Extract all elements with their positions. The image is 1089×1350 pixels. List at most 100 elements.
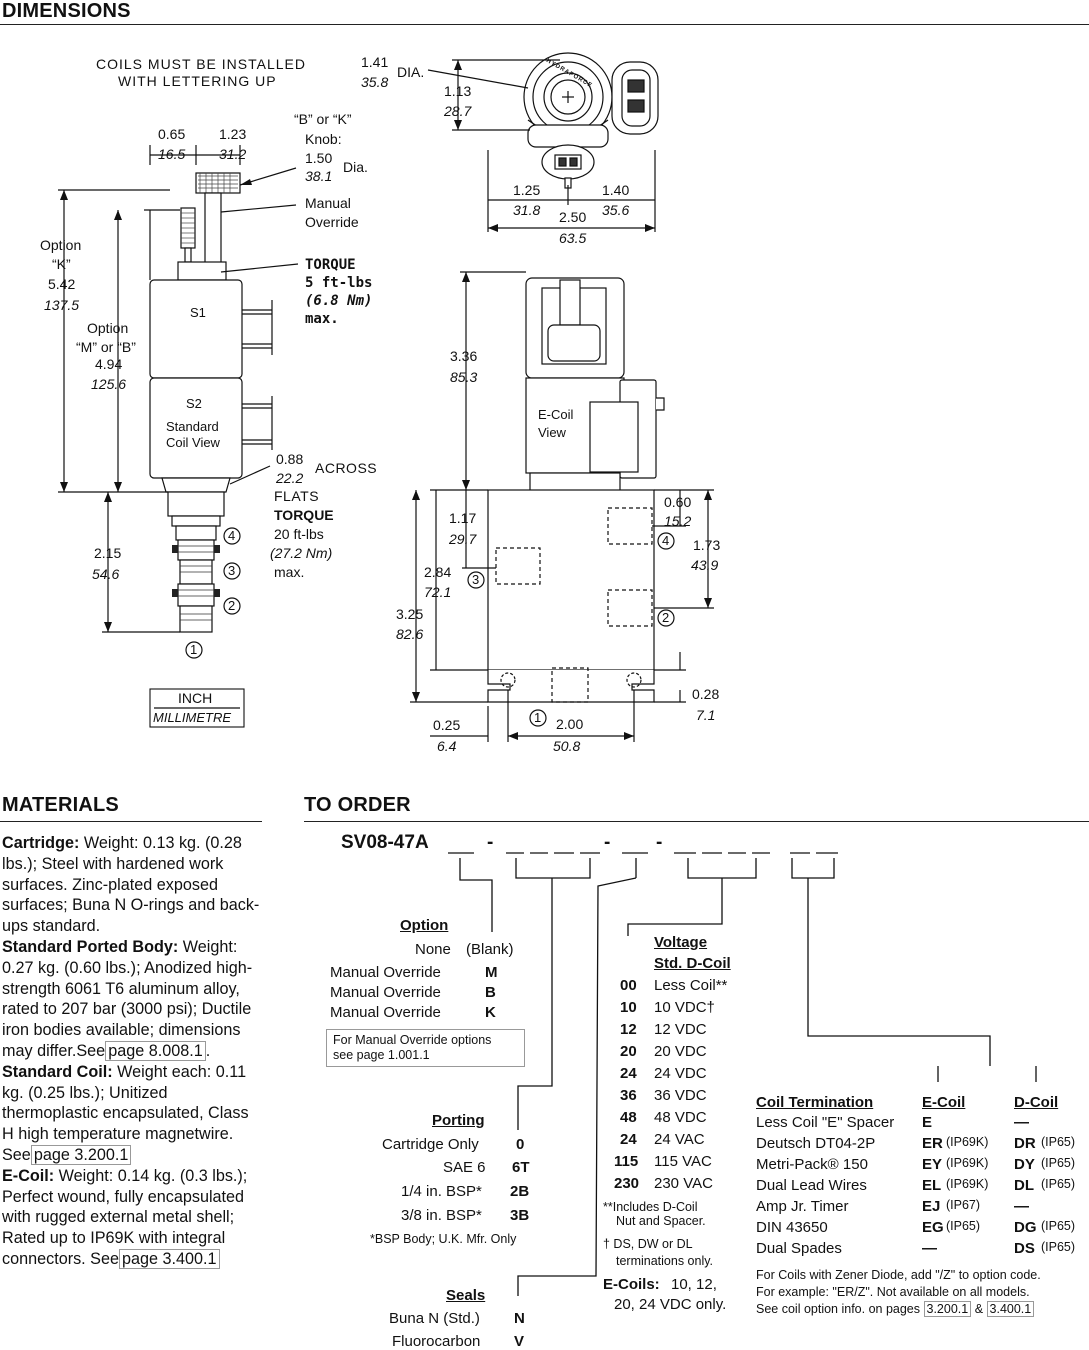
termination-name: Amp Jr. Timer (756, 1198, 849, 1215)
code-dash-3: - (656, 832, 663, 853)
dim-1375: 137.5 (44, 297, 80, 313)
dim-150: 1.50 (305, 150, 333, 166)
dim-165: 16.5 (158, 146, 186, 162)
termination-foot-1: For Coils with Zener Diode, add "/Z" to … (756, 1268, 1041, 1282)
option-none-label: None (415, 941, 451, 958)
torque2-2: 20 ft-lbs (274, 526, 324, 542)
termination-ecoil-ip: (IP69K) (946, 1156, 989, 1170)
voltage-desc: 24 VAC (654, 1131, 705, 1148)
termination-dcoil-title: D-Coil (1014, 1094, 1059, 1111)
coil-page-link[interactable]: page 3.200.1 (30, 1144, 132, 1165)
termination-ecoil-code: EJ (922, 1198, 941, 1215)
termination-foot-3: See coil option info. on pages 3.200.1 &… (756, 1301, 1035, 1317)
voltage-ecoil-heading: E-Coils: (603, 1276, 660, 1293)
dim-325: 3.25 (396, 606, 424, 622)
port-2-right: 2 (662, 610, 670, 625)
dim-200: 2.00 (556, 716, 584, 732)
dim-028: 0.28 (692, 686, 720, 702)
option-k-1: Option (40, 237, 82, 253)
option-note-1: For Manual Override options (333, 1033, 492, 1047)
voltage-desc: Less Coil** (654, 977, 728, 994)
coil-s2: S2 (186, 396, 202, 411)
voltage-desc: 20 VDC (654, 1043, 707, 1060)
dim-060: 0.60 (664, 494, 692, 510)
across-label: ACROSS (315, 460, 378, 476)
voltage-ecoil-2: 20, 24 VDC only. (614, 1296, 727, 1313)
voltage-desc: 36 VDC (654, 1087, 707, 1104)
termination-dcoil-code: DR (1014, 1135, 1036, 1152)
dim-173: 1.73 (693, 537, 721, 553)
dim-287: 28.7 (444, 103, 472, 119)
termination-ecoil-title: E-Coil (922, 1094, 966, 1111)
option-none-code: (Blank) (466, 941, 514, 958)
dimensions-heading: DIMENSIONS (2, 0, 131, 22)
termination-ref-2[interactable]: 3.400.1 (986, 1301, 1035, 1317)
port-1-left: 1 (190, 642, 198, 657)
dim-71: 7.1 (696, 707, 716, 723)
body-page-link[interactable]: page 8.008.1 (105, 1040, 206, 1061)
termination-ecoil-code: — (922, 1240, 937, 1257)
option-k-2: “K” (52, 256, 71, 272)
termination-dcoil-code: DL (1014, 1177, 1034, 1194)
voltage-code: 00 (620, 977, 637, 994)
torque1-2: 5 ft-lbs (305, 275, 373, 291)
coil-note-line2: WITH LETTERING UP (118, 73, 277, 89)
voltage-code: 230 (614, 1175, 640, 1192)
manual-override-2: Override (305, 214, 359, 230)
dimension-drawing (58, 52, 714, 742)
ecoil-page-link[interactable]: page 3.400.1 (118, 1248, 220, 1269)
dim-284: 2.84 (424, 564, 452, 580)
dia-label: DIA. (397, 64, 425, 80)
voltage-note1-2: Nut and Spacer. (616, 1214, 706, 1228)
dim-113: 1.13 (444, 83, 472, 99)
dim-721: 72.1 (424, 584, 452, 600)
termination-foot-2: For example: "ER/Z". Not available on al… (756, 1285, 1030, 1299)
voltage-note1-1: **Includes D-Coil (603, 1200, 698, 1214)
coil-heading: Standard Coil: (2, 1062, 113, 1081)
seals-v-label: Fluorocarbon (392, 1333, 481, 1350)
termination-ecoil-ip: (IP69K) (946, 1177, 989, 1191)
voltage-code: 12 (620, 1021, 637, 1038)
option-title: Option (400, 917, 449, 934)
option-m-1: Option (87, 320, 129, 336)
voltage-desc: 230 VAC (654, 1175, 713, 1192)
dim-439: 43.9 (691, 557, 719, 573)
dim-152: 15.2 (664, 513, 692, 529)
to-order-rule (304, 821, 1089, 822)
termination-dcoil-code: DG (1014, 1219, 1037, 1236)
seals-v-code: V (514, 1333, 525, 1350)
dim-336: 3.36 (450, 348, 478, 364)
seals-n-label: Buna N (Std.) (389, 1310, 480, 1327)
termination-ref-1[interactable]: 3.200.1 (923, 1301, 972, 1317)
termination-dcoil-code: — (1014, 1198, 1029, 1215)
option-m-code: M (485, 964, 498, 981)
voltage-desc: 12 VDC (654, 1021, 707, 1038)
termination-ecoil-ip: (IP67) (946, 1198, 981, 1212)
ecoil-heading: E-Coil: (2, 1166, 55, 1185)
termination-name: Dual Lead Wires (756, 1177, 867, 1194)
option-m-label: Manual Override (330, 964, 441, 981)
voltage-code: 20 (620, 1043, 637, 1060)
ecoil-material: E-Coil: Weight: 0.14 kg. (0.3 lbs.); Per… (2, 1166, 264, 1270)
ecoil-text: Weight: 0.14 kg. (0.3 lbs.); Perfect wou… (2, 1166, 248, 1268)
voltage-code: 24 (620, 1131, 637, 1148)
voltage-title-1: Voltage (654, 934, 708, 951)
torque2-1: TORQUE (274, 507, 334, 523)
termination-dcoil-code: DS (1014, 1240, 1035, 1257)
model-code: SV08-47A (341, 832, 429, 853)
coil-s1: S1 (190, 305, 206, 320)
coil-material: Standard Coil: Weight each: 0.11 kg. (0.… (2, 1062, 264, 1166)
termination-dcoil-ip: (IP65) (1041, 1177, 1076, 1191)
termination-dcoil-code: DY (1014, 1156, 1035, 1173)
to-order-heading: TO ORDER (304, 794, 411, 816)
torque1-1: TORQUE (305, 257, 356, 273)
termination-ecoil-code: EG (922, 1219, 944, 1236)
materials-rule (0, 821, 262, 822)
option-b-label: Manual Override (330, 984, 441, 1001)
materials-heading: MATERIALS (2, 794, 119, 816)
dim-297: 29.7 (449, 531, 477, 547)
termination-name: DIN 43650 (756, 1219, 828, 1236)
option-k-label: Manual Override (330, 1004, 441, 1021)
body-material: Standard Ported Body: Weight: 0.27 kg. (… (2, 937, 253, 1061)
flats-label: FLATS (274, 488, 320, 504)
